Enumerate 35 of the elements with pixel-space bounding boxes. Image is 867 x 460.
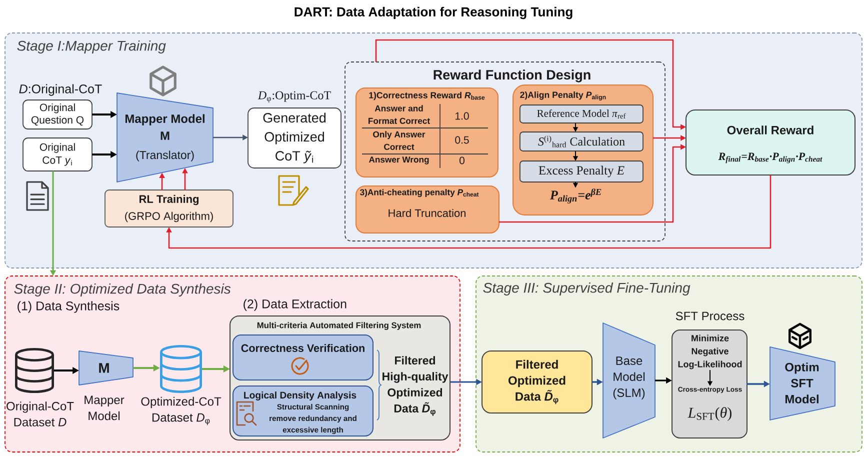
data-box: Filtered Optimized Data D̃$_{φ}$ (482, 350, 592, 414)
database-icon (160, 345, 202, 393)
arrow (166, 175, 772, 249)
reward-value: 0 (460, 156, 464, 164)
formula: P$_{align}$=e$^{βE}$ (550, 188, 602, 204)
input-box: Original CoT y$_{i}$ (22, 138, 92, 172)
section-heading: (1) Data Synthesis (18, 301, 120, 313)
condition-label: Answer and Format Correct (368, 105, 430, 124)
dataset-caption: Original-CoT Dataset D (6, 402, 74, 426)
condition-label: Answer Wrong (368, 156, 429, 164)
criterion-box: Correctness Verification (232, 334, 374, 380)
heading: D$_{φ}$:Optim-CoT (258, 91, 331, 103)
step-box: Reference Model π$_{ref}$ (520, 104, 644, 124)
step-box: S$^{(i)}$$_{hard}$ Calculation (520, 132, 644, 152)
penalty-box: 3)Anti-cheating penalty P$_{cheat}$ Hard Truncation (356, 186, 500, 234)
model-trapezoid: Mapper Model M (Translator) (116, 92, 214, 182)
model-trapezoid: M (78, 350, 134, 386)
step-text: Minimize Negative Log-Likelihood (678, 334, 742, 370)
section-heading: (2) Data Extraction (244, 299, 346, 311)
model-trapezoid: Base Model (SLM) (602, 322, 656, 438)
heading: SFT Process (676, 312, 744, 320)
reward-value: 1.0 (456, 112, 469, 120)
dataset-caption: Optimized-CoT Dataset D$_{φ}$ (141, 396, 222, 426)
output-box: Generated Optimized CoT ỹ$_{i}$ (248, 108, 342, 168)
model-trapezoid: Optim SFT Model (770, 346, 836, 420)
step-box: Excess Penalty E (520, 160, 644, 182)
condition-label: Only Answer Correct (373, 131, 426, 150)
reward-value: 0.5 (455, 136, 469, 144)
title: DART: Data Adaptation for Reasoning Tuning (294, 6, 572, 20)
section-heading: D:Original-CoT (19, 84, 102, 96)
model-caption: Mapper Model (84, 396, 124, 420)
process-box: RL Training (GRPO Algorithm) (104, 190, 234, 228)
input-box: Original Question Q (22, 100, 92, 130)
result-box: Overall Reward R$_{final}$=R$_{base}$·P$_{align}$·P$_{cheat}$ (686, 110, 856, 176)
database-icon (15, 348, 54, 393)
